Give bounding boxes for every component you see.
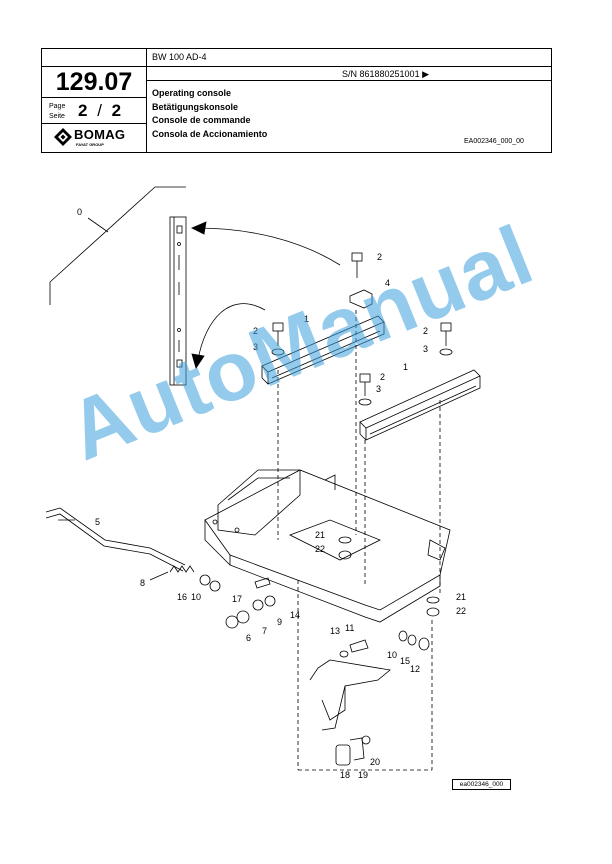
console-base — [204, 469, 451, 611]
callout-label: 10 — [191, 592, 201, 602]
callout-label: 2 — [380, 372, 385, 382]
bolt — [359, 373, 371, 396]
title-en: Operating console — [152, 88, 232, 98]
divider — [146, 66, 551, 67]
spring — [169, 565, 195, 573]
leader-line — [87, 217, 109, 233]
callout-label: 6 — [246, 633, 251, 643]
callout-label: 3 — [423, 344, 428, 354]
callout-label: 5 — [95, 517, 100, 527]
page-current: 2 — [78, 101, 88, 120]
page-total: 2 — [111, 101, 122, 120]
callout-label: 1 — [403, 362, 408, 372]
callout-label: 19 — [358, 770, 368, 780]
nut — [338, 550, 352, 560]
brand-subtitle: FAYAT GROUP — [76, 142, 104, 147]
title-fr: Console de commande — [152, 115, 251, 125]
title-de: Betätigungskonsole — [152, 101, 239, 112]
group-frame-line — [49, 186, 186, 305]
callout-label: 22 — [456, 606, 466, 616]
lever — [45, 507, 186, 566]
page-separator: / — [97, 101, 102, 120]
callout-label: 0 — [77, 207, 82, 217]
brand-name: BOMAG — [74, 127, 126, 142]
clamp — [349, 737, 365, 761]
washer — [358, 398, 372, 406]
callout-label: 9 — [277, 617, 282, 627]
model-name: BW 100 AD-4 — [152, 52, 207, 62]
bolt — [440, 322, 452, 346]
washer — [426, 596, 440, 604]
nut — [418, 637, 430, 651]
title-list: Operating console Betätigungskonsole Con… — [152, 87, 267, 141]
page-number: 129.07 — [42, 66, 146, 98]
bushing — [252, 599, 264, 611]
callout-label: 17 — [232, 594, 242, 604]
sleeve — [335, 744, 351, 766]
brand-logo: BOMAG FAYAT GROUP — [54, 127, 138, 149]
callout-label: 11 — [345, 623, 354, 633]
page-info-panel: 129.07 Page Seite 2 / 2 BOMAG FAYAT GROU… — [42, 49, 147, 152]
bracket — [321, 659, 391, 721]
callout-label: 22 — [315, 544, 325, 554]
nut — [426, 607, 440, 617]
bolt — [349, 639, 369, 653]
page-count: 2 / 2 — [78, 101, 121, 121]
washer — [439, 348, 453, 356]
page-label: Page — [49, 103, 66, 110]
washer — [236, 610, 250, 624]
header-block: 129.07 Page Seite 2 / 2 BOMAG FAYAT GROU… — [41, 48, 552, 153]
image-reference: ea002346_000 — [452, 779, 511, 790]
callout-label: 8 — [140, 578, 145, 588]
callout-label: 21 — [315, 530, 325, 540]
arrow-curve — [195, 227, 341, 266]
callout-label: 15 — [400, 656, 410, 666]
callout-label: 2 — [423, 326, 428, 336]
washer — [271, 348, 285, 356]
bolt — [351, 252, 363, 278]
callout-label: 18 — [340, 770, 350, 780]
washer — [339, 650, 349, 658]
divider — [146, 80, 551, 81]
callout-label: 3 — [376, 384, 381, 394]
washer — [199, 574, 211, 586]
vertical-rail — [169, 216, 187, 386]
washer — [361, 735, 371, 745]
clip — [349, 289, 373, 309]
seite-label: Seite — [49, 113, 65, 120]
serial-number: S/N 861880251001 ▶ — [342, 69, 429, 79]
callout-label: 1 — [304, 314, 309, 324]
washer — [398, 630, 408, 642]
callout-labels: 0 1 1 2 2 2 2 3 3 3 4 5 6 7 8 9 10 10 11… — [77, 207, 466, 780]
washer — [407, 634, 417, 646]
divider — [42, 123, 146, 124]
callout-label: 2 — [253, 326, 258, 336]
washer — [225, 615, 239, 629]
callout-label: 20 — [370, 757, 380, 767]
bolt — [272, 322, 284, 346]
title-es: Consola de Accionamiento — [152, 128, 268, 139]
callout-label: 4 — [385, 278, 390, 288]
arrow-curve — [197, 303, 266, 361]
bomag-diamond-icon — [54, 128, 72, 146]
washer — [209, 580, 221, 592]
slide-rail — [359, 369, 481, 429]
drawing-reference: EA002346_000_00 — [464, 138, 524, 145]
callout-label: 12 — [410, 664, 420, 674]
bushing — [264, 595, 276, 607]
callout-label: 16 — [177, 592, 187, 602]
bolt — [254, 577, 271, 589]
washer — [338, 536, 352, 544]
callout-label: 3 — [253, 342, 258, 352]
callout-label: 2 — [377, 252, 382, 262]
callout-label: 13 — [330, 626, 340, 636]
callout-label: 10 — [387, 650, 397, 660]
callout-label: 14 — [290, 610, 300, 620]
callout-label: 21 — [456, 592, 466, 602]
callout-label: 7 — [262, 626, 267, 636]
